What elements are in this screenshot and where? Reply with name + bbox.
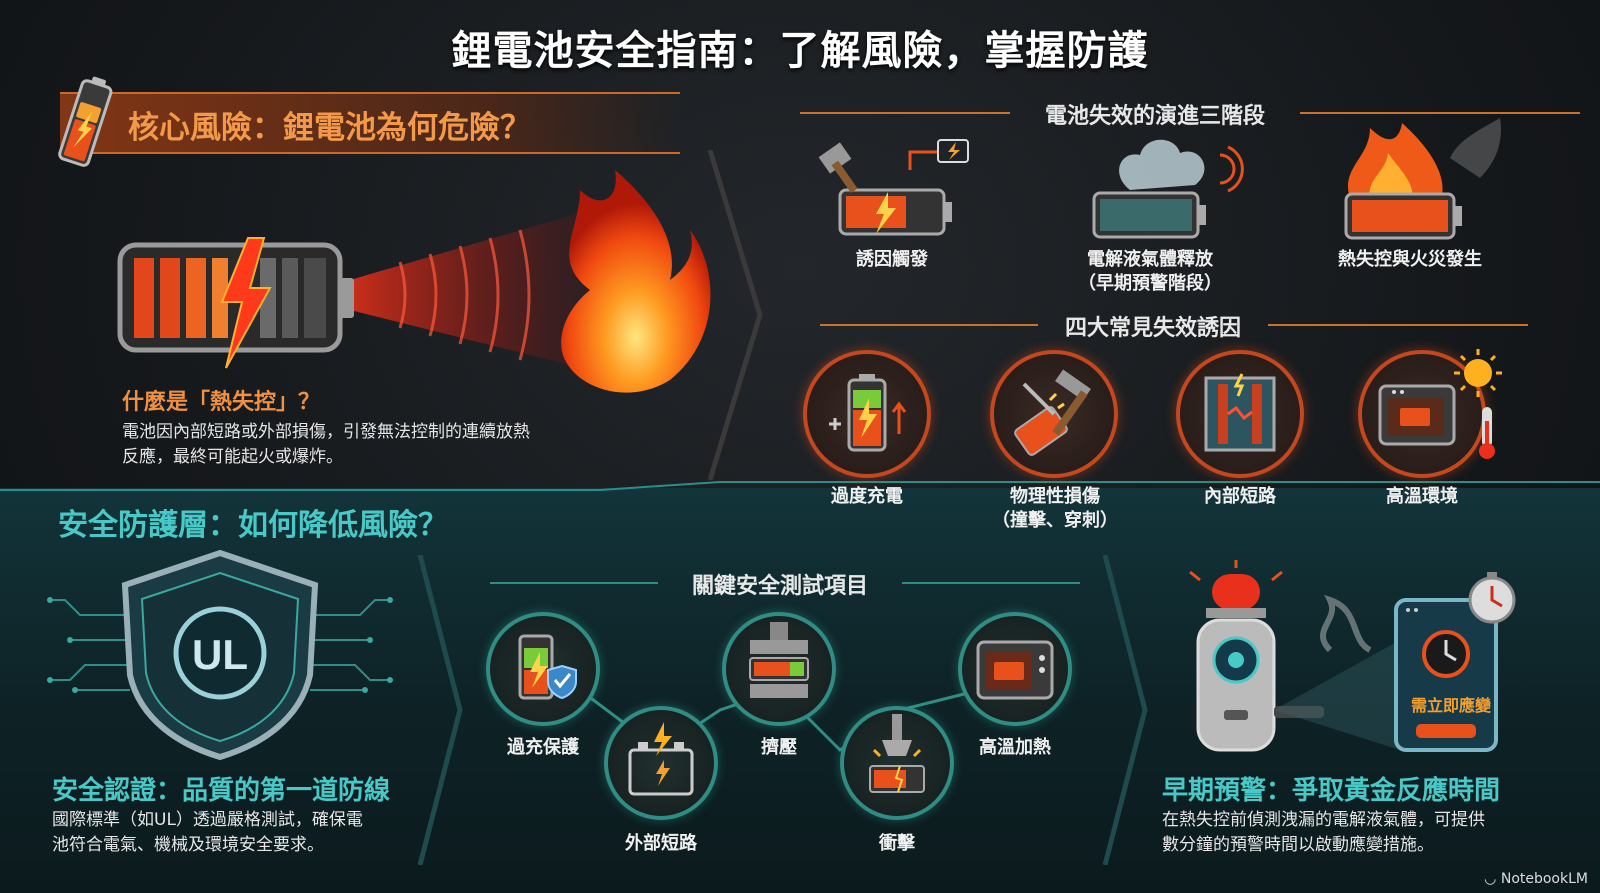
test-impact	[840, 706, 954, 820]
hammer-battery-icon	[818, 139, 969, 236]
stage-1-label: 誘因觸發	[856, 249, 928, 270]
external-short-icon	[628, 722, 694, 796]
test-5-label: 高溫加熱	[979, 737, 1051, 758]
internal-short-icon	[1204, 373, 1276, 452]
chevron-right-icon	[707, 150, 763, 480]
cause-physical-damage	[990, 350, 1118, 478]
causes-heading: 四大常見失效誘因	[1064, 316, 1241, 341]
early-warning-heading: 早期預警：爭取黃金反應時間	[1162, 776, 1501, 806]
cause-2-label-1: 物理性損傷	[1010, 486, 1100, 507]
stage-3-label: 熱失控與火災發生	[1338, 249, 1482, 270]
overcharge-icon	[829, 374, 907, 452]
test-crush	[722, 612, 836, 726]
tests-rule-left	[490, 582, 658, 584]
brand-watermark: ◡ NotebookLM	[1484, 871, 1588, 887]
ul-shield-icon: UL	[47, 549, 393, 761]
cause-1-label: 過度充電	[831, 486, 903, 507]
cause-overcharge	[803, 350, 931, 478]
cert-heading: 安全認證：品質的第一道防線	[52, 776, 391, 806]
battery-warning-icon	[58, 76, 113, 167]
overcharge-protection-icon	[518, 634, 577, 700]
fire-icon	[561, 170, 711, 393]
test-overcharge-protection	[486, 612, 600, 726]
core-risk-heading: 核心風險：鋰電池為何危險？	[128, 110, 531, 146]
cause-internal-short	[1176, 350, 1304, 478]
crush-icon	[749, 622, 809, 698]
chevron-right-icon	[1102, 555, 1148, 865]
venting-battery-icon	[1092, 139, 1244, 239]
alert-screen-text: 需立即應變	[1410, 696, 1491, 715]
test-4-label: 衝擊	[879, 833, 915, 854]
physical-damage-icon	[1014, 369, 1091, 456]
heating-icon	[976, 640, 1054, 700]
notebooklm-logo-icon: ◡	[1484, 871, 1497, 887]
test-2-label: 外部短路	[625, 833, 697, 854]
thermal-runaway-question: 什麼是「熱失控」？	[122, 390, 321, 415]
causes-rule-left	[820, 324, 1038, 326]
test-heating	[958, 612, 1072, 726]
section-divider	[0, 481, 1600, 491]
thermal-runaway-desc-2: 反應，最終可能起火或爆炸。	[122, 447, 343, 467]
ul-logo-text: UL	[192, 631, 248, 678]
thermal-runaway-illustration	[117, 170, 711, 393]
early-warning-desc-2: 數分鐘的預警時間以啟動應變措施。	[1162, 835, 1434, 855]
brand-label: NotebookLM	[1500, 871, 1588, 887]
cert-desc-1: 國際標準（如UL）透過嚴格測試，確保電	[52, 810, 363, 830]
stages-rule-right	[1300, 112, 1580, 114]
test-3-label: 擠壓	[761, 737, 797, 758]
cause-4-label: 高溫環境	[1386, 486, 1458, 507]
gas-detector-icon	[1189, 560, 1516, 752]
tests-rule-right	[902, 582, 1080, 584]
stage-2-label-2: （早期預警階段）	[1078, 273, 1222, 294]
burning-battery-icon	[1344, 118, 1501, 240]
cause-3-label: 內部短路	[1204, 486, 1276, 507]
stages-rule-left	[800, 112, 1010, 114]
stages-heading: 電池失效的演進三階段	[1044, 104, 1265, 129]
early-warning-desc-1: 在熱失控前偵測洩漏的電解液氣體，可提供	[1162, 810, 1485, 830]
high-temp-icon	[1378, 384, 1456, 446]
test-1-label: 過充保護	[507, 737, 579, 758]
core-risk-banner	[60, 92, 680, 154]
thermal-runaway-desc-1: 電池因內部短路或外部損傷，引發無法控制的連續放熱	[122, 422, 530, 442]
stage-2-label-1: 電解液氣體釋放	[1087, 249, 1213, 270]
cause-2-label-2: （撞擊、穿刺）	[992, 510, 1118, 531]
protection-heading: 安全防護層：如何降低風險？	[58, 508, 448, 543]
test-external-short	[604, 706, 718, 820]
chevron-right-icon	[417, 555, 463, 865]
sun-thermometer-icon	[1454, 349, 1502, 459]
page-title: 鋰電池安全指南：了解風險，掌握防護	[451, 28, 1149, 74]
cert-desc-2: 池符合電氣、機械及環境安全要求。	[52, 835, 324, 855]
tests-heading: 關鍵安全測試項目	[691, 574, 868, 599]
causes-rule-right	[1268, 324, 1528, 326]
impact-icon	[869, 714, 925, 793]
